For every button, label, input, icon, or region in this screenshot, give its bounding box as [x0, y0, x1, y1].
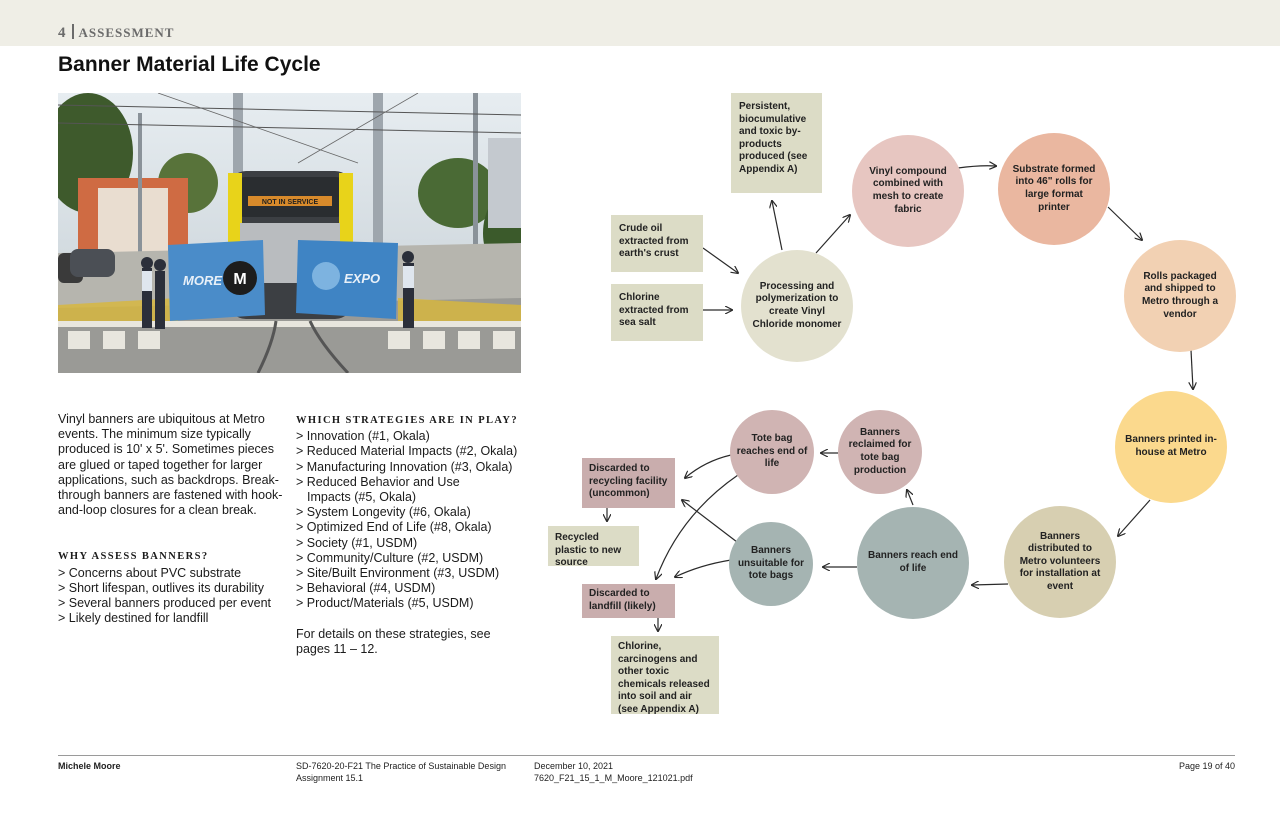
train-banner-photo: NOT IN SERVICE MORE M EXPO — [58, 93, 521, 373]
why-assess-item: > Concerns about PVC substrate — [58, 565, 242, 580]
chlorine-box: Chlorine extracted from sea salt — [611, 284, 703, 341]
intro-line: events. The minimum size typically — [58, 427, 251, 442]
footer-date-text: December 10, 2021 — [534, 761, 614, 771]
strategy-item: > Society (#1, USDM) — [296, 535, 418, 550]
why-assess-item: > Likely destined for landfill — [58, 611, 209, 626]
recycled-plastic-box: Recycled plastic to new source — [548, 526, 639, 568]
arrow-unsuitable-to-landfill — [675, 559, 732, 577]
strategy-item: > System Longevity (#6, Okala) — [296, 505, 471, 520]
strategy-item: > Reduced Behavior and Use — [296, 474, 460, 489]
section-name: ASSESSMENT — [78, 25, 175, 40]
discarded-recycling-box: Discarded to recycling facility (uncommo… — [582, 458, 675, 508]
byproducts-box: Persistent, biocumulative and toxic by-p… — [731, 93, 822, 193]
diagram-arrows — [540, 85, 1260, 725]
arrow-substrate-to-rolls — [1107, 206, 1142, 240]
footer-page-number: Page 19 of 40 — [1178, 761, 1235, 771]
banner-left-text: MORE — [183, 273, 222, 288]
discarded-landfill-box: Discarded to landfill (likely) — [582, 584, 675, 618]
footer-date: December 10, 2021 7620_F21_15_1_M_Moore_… — [534, 761, 693, 784]
arrow-processing-to-vinyl — [815, 215, 850, 254]
arrow-printed-to-distributed — [1118, 499, 1151, 536]
banners-distributed-circle: Banners distributed to Metro volunteers … — [1004, 506, 1116, 618]
intro-column: Vinyl banners are ubiquitous at Metro ev… — [58, 412, 283, 626]
strategies-column: Which strategies are in play? > Innovati… — [296, 413, 526, 657]
arrow-vinyl-to-substrate — [957, 166, 996, 168]
tote-end-of-life-circle: Tote bag reaches end of life — [730, 410, 814, 494]
page-title: Banner Material Life Cycle — [58, 53, 321, 76]
intro-paragraph: Vinyl banners are ubiquitous at Metro ev… — [58, 412, 283, 518]
footer-filename: 7620_F21_15_1_M_Moore_121021.pdf — [534, 772, 693, 783]
strategy-item: > Site/Built Environment (#3, USDM) — [296, 566, 500, 581]
footer-assignment: Assignment 15.1 — [296, 772, 364, 783]
arrow-rolls-to-printed — [1191, 349, 1193, 389]
vinyl-compound-circle: Vinyl compound combined with mesh to cre… — [852, 135, 964, 247]
intro-line: Vinyl banners are ubiquitous at Metro — [58, 412, 265, 426]
arrow-processing-to-byproducts — [772, 201, 783, 251]
intro-line: are glued or taped together for larger — [58, 457, 263, 472]
unsuitable-circle: Banners unsuitable for tote bags — [729, 522, 813, 606]
end-of-life-circle: Banners reach end of life — [857, 507, 969, 619]
intro-line: and-loop closures for a clean break. — [58, 503, 257, 518]
header-band — [0, 0, 1280, 46]
footer-author: Michele Moore — [58, 761, 121, 771]
strategy-item: > Manufacturing Innovation (#3, Okala) — [296, 459, 513, 474]
life-cycle-diagram: Persistent, biocumulative and toxic by-p… — [540, 85, 1260, 725]
strategy-item: > Behavioral (#4, USDM) — [296, 581, 436, 596]
arrow-eol-to-reclaimed — [907, 490, 914, 506]
processing-circle: Processing and polymerization to create … — [741, 250, 853, 362]
banner-left-letter: M — [233, 271, 246, 288]
crude-oil-box: Crude oil extracted from earth's crust — [611, 215, 703, 272]
strategy-item: > Innovation (#1, Okala) — [296, 429, 430, 444]
arrow-distributed-to-eol — [972, 584, 1009, 585]
chemicals-released-box: Chlorine, carcinogens and other toxic ch… — [611, 636, 719, 715]
section-number: 4 — [58, 25, 67, 41]
intro-line: through banners are fastened with hook- — [58, 488, 283, 503]
footer-course: SD-7620-20-F21 The Practice of Sustainab… — [296, 761, 506, 784]
intro-line: produced is 10' x 5'. Sometimes pieces — [58, 442, 274, 457]
section-label: 4 ASSESSMENT — [58, 24, 174, 42]
strategies-heading: Which strategies are in play? — [296, 415, 519, 426]
footer-rule — [58, 755, 1235, 756]
strategy-item: > Product/Materials (#5, USDM) — [296, 596, 474, 611]
strategy-item: > Community/Culture (#2, USDM) — [296, 550, 484, 565]
train-sign: NOT IN SERVICE — [262, 199, 319, 206]
footer-course-title: SD-7620-20-F21 The Practice of Sustainab… — [296, 761, 506, 771]
banners-printed-circle: Banners printed in-house at Metro — [1115, 391, 1227, 503]
strategy-item: > Reduced Material Impacts (#2, Okala) — [296, 444, 518, 459]
why-assess-item: > Several banners produced per event — [58, 596, 271, 611]
strategy-item: > Optimized End of Life (#8, Okala) — [296, 520, 492, 535]
intro-line: applications, such as backdrops. Break- — [58, 472, 279, 487]
substrate-circle: Substrate formed into 46" rolls for larg… — [998, 133, 1110, 245]
why-assess-heading: Why assess banners? — [58, 551, 209, 563]
arrow-tote-to-recycling — [685, 454, 732, 478]
strategies-details-pages: pages 11 – 12. — [296, 641, 378, 656]
reclaimed-circle: Banners reclaimed for tote bag productio… — [838, 410, 922, 494]
why-assess-item: > Short lifespan, outlives its durabilit… — [58, 580, 265, 595]
photo-illustration: NOT IN SERVICE MORE M EXPO — [58, 93, 521, 373]
banner-right-text: EXPO — [344, 271, 380, 286]
arrow-unsuitable-to-recycling — [682, 500, 738, 543]
strategy-item-continued: Impacts (#5, Okala) — [307, 490, 417, 505]
rolls-packaged-circle: Rolls packaged and shipped to Metro thro… — [1124, 240, 1236, 352]
arrow-crude-to-processing — [702, 247, 738, 273]
arrow-tote-to-landfill — [656, 474, 739, 579]
strategies-details: For details on these strategies, see — [296, 626, 491, 641]
section-divider — [71, 24, 74, 39]
